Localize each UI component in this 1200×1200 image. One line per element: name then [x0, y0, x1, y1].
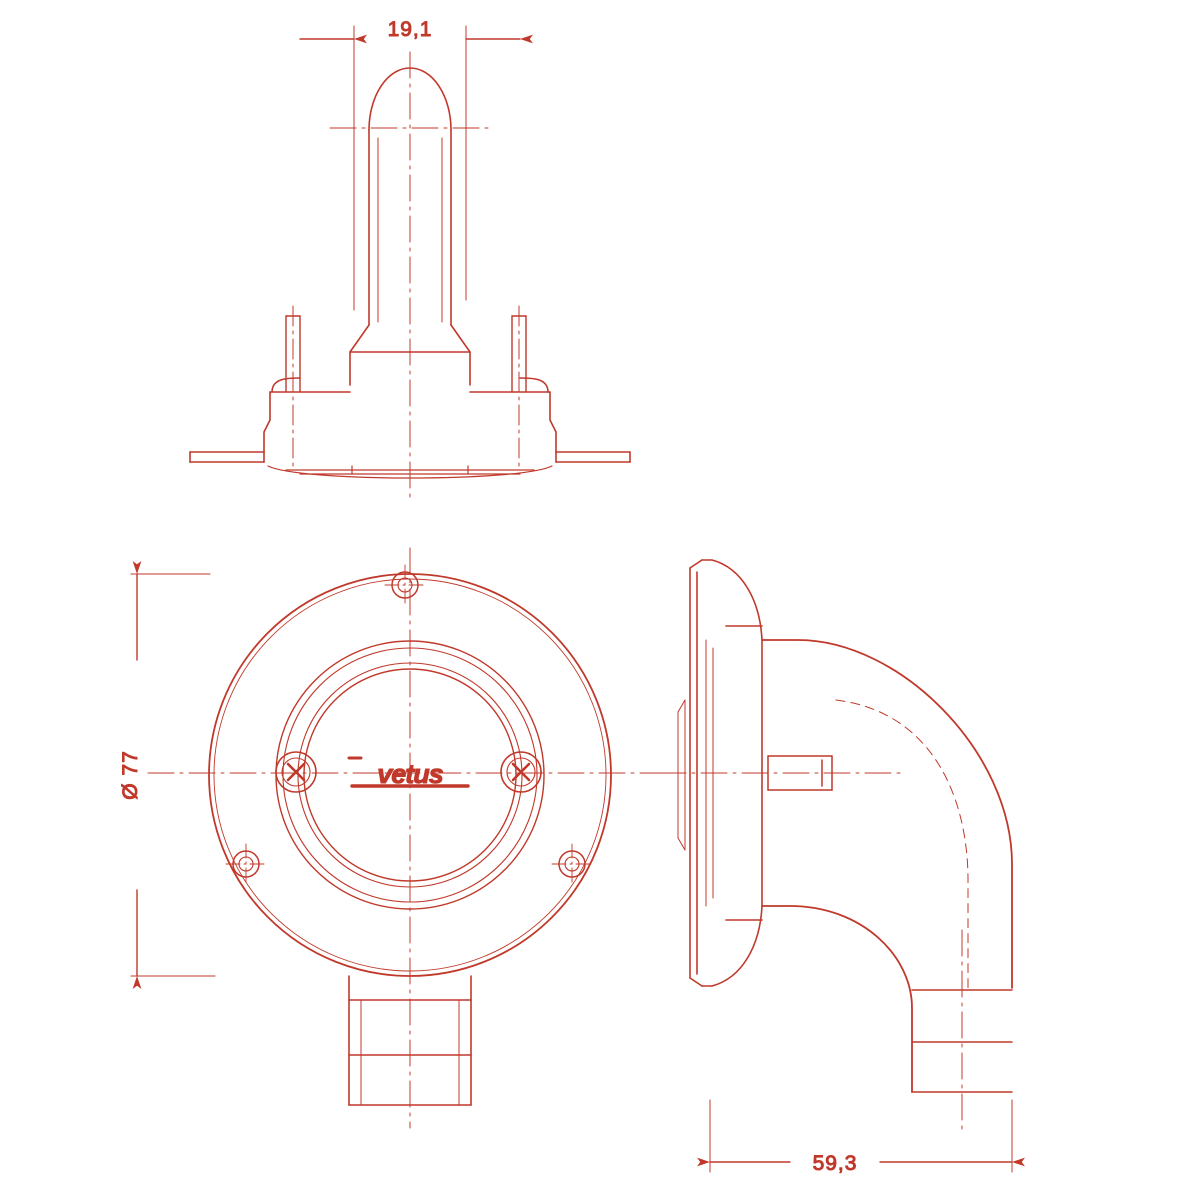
- side-view: 59,3: [659, 559, 1025, 1176]
- front-view-screw-left: [275, 751, 317, 793]
- top-view-extension-lines: [353, 25, 467, 311]
- dimension-line-diameter: [130, 561, 216, 989]
- top-view: 19,1: [189, 18, 631, 501]
- top-view-screw-centre-lines: [292, 305, 520, 471]
- front-view-hole-centre-marks: [225, 564, 593, 885]
- front-view-screw-right: [500, 751, 542, 793]
- front-view-hose-tail-inner: [360, 999, 460, 1106]
- dimension-label-diameter-flange: Ø 77: [119, 750, 142, 800]
- top-view-flange-rim: [189, 451, 631, 463]
- dimension-label-depth-side: 59,3: [813, 1152, 858, 1175]
- top-view-flange: [263, 377, 557, 453]
- front-view-centre-lines: [147, 547, 673, 1129]
- brand-logo: vetus: [347, 756, 470, 790]
- front-view: Ø 77 vetus: [119, 547, 673, 1129]
- side-view-elbow-outer: [761, 639, 1013, 1093]
- side-view-flange-plate: [689, 559, 713, 987]
- top-view-centre-lines: [329, 51, 493, 501]
- dimension-line-depth: [697, 1099, 1025, 1173]
- top-view-tube-inner: [377, 137, 443, 323]
- side-view-elbow-inner-hidden: [835, 699, 969, 991]
- side-view-centre-lines: [659, 772, 963, 1131]
- dimension-label-width-top: 19,1: [388, 18, 433, 41]
